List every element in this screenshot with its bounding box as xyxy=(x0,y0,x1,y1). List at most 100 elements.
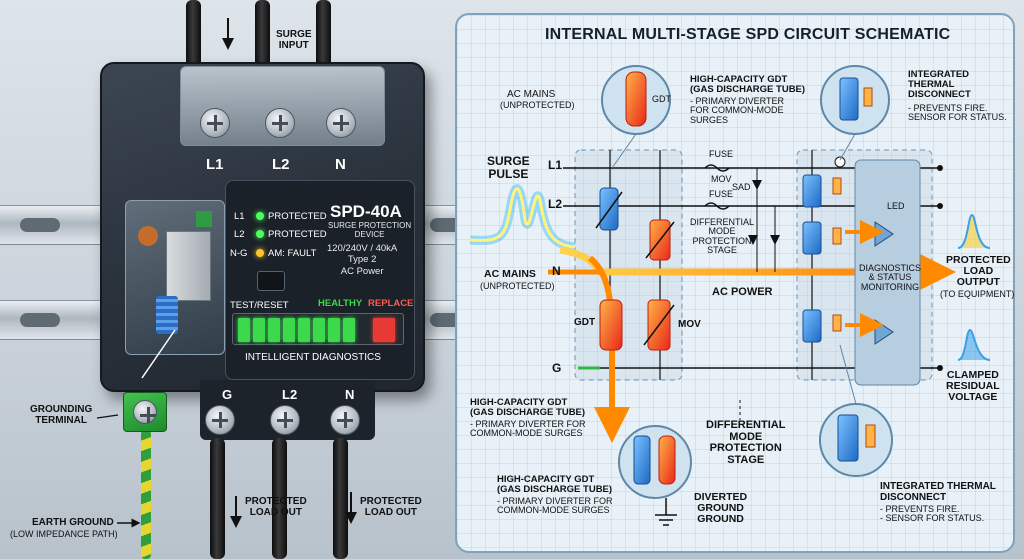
rail-slot xyxy=(20,313,60,327)
diff-mode-big-label: DIFFERENTIAL MODE PROTECTION STAGE xyxy=(706,419,786,466)
terminal-label-l2-out: L2 xyxy=(282,387,298,402)
terminal-label-n-out: N xyxy=(345,387,355,402)
output-terminal xyxy=(937,203,943,209)
grounding-terminal-label: GROUNDING TERMINAL xyxy=(30,404,93,426)
diverted-ground-label: DIVERTED GROUND GROUND xyxy=(694,491,748,526)
protector-blue xyxy=(802,174,822,208)
line-label-l2: L2 xyxy=(548,197,563,211)
line-label-l1: L1 xyxy=(548,158,563,172)
ac-power-label: AC POWER xyxy=(712,286,773,298)
cable-out xyxy=(272,438,287,559)
model-description: SURGE PROTECTION DEVICE xyxy=(328,221,412,239)
protector-blue xyxy=(839,77,859,121)
thermal-icon xyxy=(865,424,876,448)
ac-mains-top-label: AC MAINS xyxy=(507,89,556,100)
gdt-callout-left-sublabel: - PRIMARY DIVERTER FOR COMMON-MODE SURGE… xyxy=(470,419,586,439)
rail-slot xyxy=(20,218,60,232)
surge-pulse-label: SURGE PULSE xyxy=(487,154,530,181)
led-icon xyxy=(256,249,264,257)
screw-icon[interactable] xyxy=(270,405,300,435)
surge-pulse-icon xyxy=(469,187,576,249)
test-reset-button[interactable] xyxy=(257,271,285,291)
indicator-ng-state: AM: FAULT xyxy=(268,248,317,259)
diode-icon xyxy=(748,235,758,245)
thermal-icon xyxy=(832,314,842,332)
gdt-callout-bottom-sublabel: - PRIMARY DIVERTER FOR COMMON-MODE SURGE… xyxy=(497,496,613,516)
terminal-label-n: N xyxy=(335,156,346,173)
output-terminal xyxy=(937,365,943,371)
thermal-icon xyxy=(863,87,873,107)
terminal-label-l2: L2 xyxy=(272,156,290,173)
screw-icon[interactable] xyxy=(265,108,295,138)
led-icon xyxy=(256,230,264,238)
bargraph-segment xyxy=(343,318,355,342)
mov-left-label: MOV xyxy=(678,319,701,330)
indicator-l1-line: L1 xyxy=(234,211,245,222)
ac-mains-mid-sublabel: (UNPROTECTED) xyxy=(480,281,555,291)
surge-input-label: SURGE INPUT xyxy=(276,29,312,51)
screw-icon[interactable] xyxy=(330,405,360,435)
cable-out xyxy=(333,438,348,559)
bargraph-segment xyxy=(283,318,295,342)
bargraph-segment-replace xyxy=(373,318,395,342)
thermal-icon xyxy=(832,177,842,195)
health-bargraph xyxy=(232,313,404,345)
cable-out xyxy=(210,438,225,559)
mov-slash xyxy=(643,304,675,346)
thermal-bottom-label: INTEGRATED THERMAL DISCONNECT xyxy=(880,481,996,503)
screw-icon[interactable] xyxy=(200,108,230,138)
earth-ground-sublabel: (LOW IMPEDANCE PATH) xyxy=(10,529,118,539)
gdt-icon xyxy=(599,299,623,351)
test-reset-label: TEST/RESET xyxy=(230,300,289,311)
model-specs: 120/240V / 40kA Type 2 AC Power xyxy=(327,243,398,277)
gdt-icon xyxy=(658,435,676,485)
ground-icon xyxy=(655,514,677,526)
bargraph-segment xyxy=(313,318,325,342)
internal-component xyxy=(196,211,212,227)
replace-label: REPLACE xyxy=(368,298,414,309)
bargraph-segment xyxy=(253,318,265,342)
gdt-callout-left-label: HIGH-CAPACITY GDT (GAS DISCHARGE TUBE) xyxy=(470,397,586,418)
gdt-callout-top-sublabel: - PRIMARY DIVERTER FOR COMMON-MODE SURGE… xyxy=(690,96,785,125)
internal-component xyxy=(138,226,158,246)
indicator-l2-line: L2 xyxy=(234,229,245,240)
output-terminal xyxy=(937,165,943,171)
protector-blue xyxy=(633,435,651,485)
bargraph-segment xyxy=(328,318,340,342)
diagnostics-label: INTELLIGENT DIAGNOSTICS xyxy=(245,352,381,363)
protected-output-sublabel: (TO EQUIPMENT) xyxy=(940,289,1015,299)
terminal-label-g: G xyxy=(222,387,233,402)
protector-blue xyxy=(802,309,822,343)
screw-icon[interactable] xyxy=(133,400,157,424)
thermal-icon xyxy=(832,227,842,245)
ac-mains-mid-label: AC MAINS xyxy=(484,268,536,280)
gdt-callout-top-label: HIGH-CAPACITY GDT (GAS DISCHARGE TUBE) xyxy=(690,74,806,95)
diagnostics-block-label: DIAGNOSTICS & STATUS MONITORING xyxy=(859,263,922,292)
fuse-label-1: FUSE xyxy=(709,149,734,159)
mov-slash xyxy=(595,191,623,229)
screw-icon[interactable] xyxy=(205,405,235,435)
fuse-icon xyxy=(704,164,730,172)
protected-output-label: PROTECTED LOAD OUTPUT xyxy=(946,254,1011,289)
protector-blue xyxy=(802,221,822,255)
leader-line xyxy=(839,344,857,405)
gdt-callout-symbol: GDT xyxy=(652,94,671,104)
fuse-icon xyxy=(704,202,730,210)
indicator-l1-state: PROTECTED xyxy=(268,211,327,222)
protected-load-out-label-2: PROTECTED LOAD OUT xyxy=(360,496,422,518)
earth-ground-label: EARTH GROUND xyxy=(32,517,114,528)
internal-coil xyxy=(156,296,178,334)
output-waveform xyxy=(957,213,991,249)
led-label: LED xyxy=(887,201,905,211)
bargraph-segment xyxy=(238,318,250,342)
healthy-label: HEALTHY xyxy=(318,298,363,309)
leader-line xyxy=(96,414,119,419)
clamped-waveform xyxy=(957,328,991,361)
gdt-icon xyxy=(625,71,647,127)
gdt-callout-bottom-label: HIGH-CAPACITY GDT (GAS DISCHARGE TUBE) xyxy=(497,474,613,495)
fuse-mov-label: MOV xyxy=(711,174,732,184)
screw-icon[interactable] xyxy=(326,108,356,138)
terminal-label-l1: L1 xyxy=(206,156,224,173)
sense-node xyxy=(834,156,846,168)
line-label-n: N xyxy=(552,264,561,278)
